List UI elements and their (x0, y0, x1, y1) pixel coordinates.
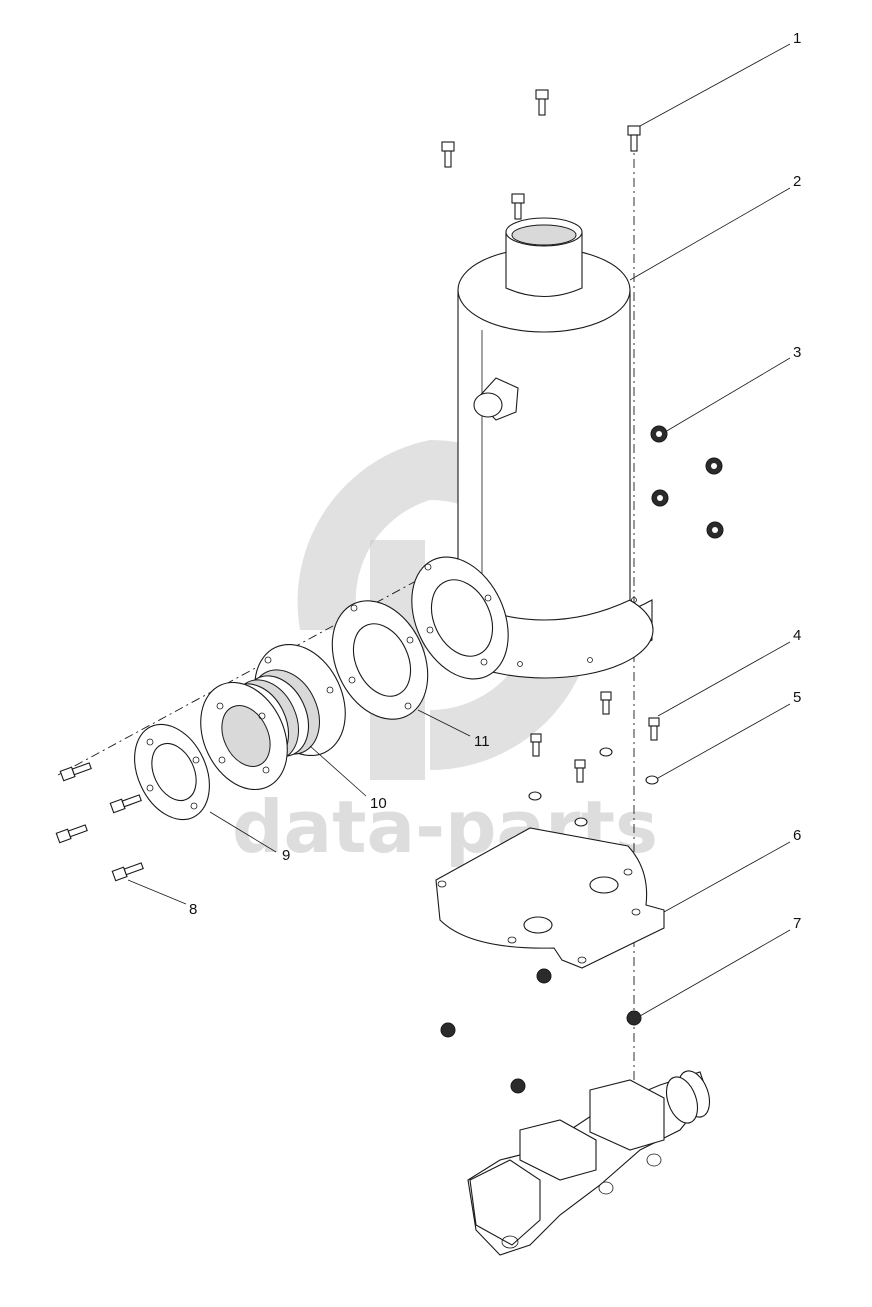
nuts (650, 425, 724, 539)
callout-labels: 1 2 3 4 5 6 7 8 9 10 11 (189, 30, 801, 932)
callout-10: 10 (370, 795, 387, 812)
callout-11: 11 (474, 733, 490, 750)
muffler (411, 217, 654, 680)
flange-bolts (55, 762, 144, 882)
callout-6: 6 (793, 827, 801, 844)
top-bolts (441, 89, 641, 220)
washers (528, 747, 659, 827)
callout-2: 2 (793, 173, 801, 190)
callout-4: 4 (793, 627, 801, 644)
bellows-10 (200, 643, 346, 791)
callout-7: 7 (793, 915, 801, 932)
callout-8: 8 (189, 901, 197, 918)
mount-bolts (530, 691, 660, 783)
leader-lines (127, 43, 791, 1017)
callout-1: 1 (793, 30, 801, 47)
bottom-nuts (440, 968, 642, 1094)
bracket-plate (435, 827, 665, 969)
callout-9: 9 (282, 847, 290, 864)
axle-housing (467, 1070, 711, 1256)
callout-3: 3 (793, 344, 801, 361)
callout-5: 5 (793, 689, 801, 706)
gasket-9 (134, 723, 210, 821)
gasket-11 (331, 600, 429, 720)
